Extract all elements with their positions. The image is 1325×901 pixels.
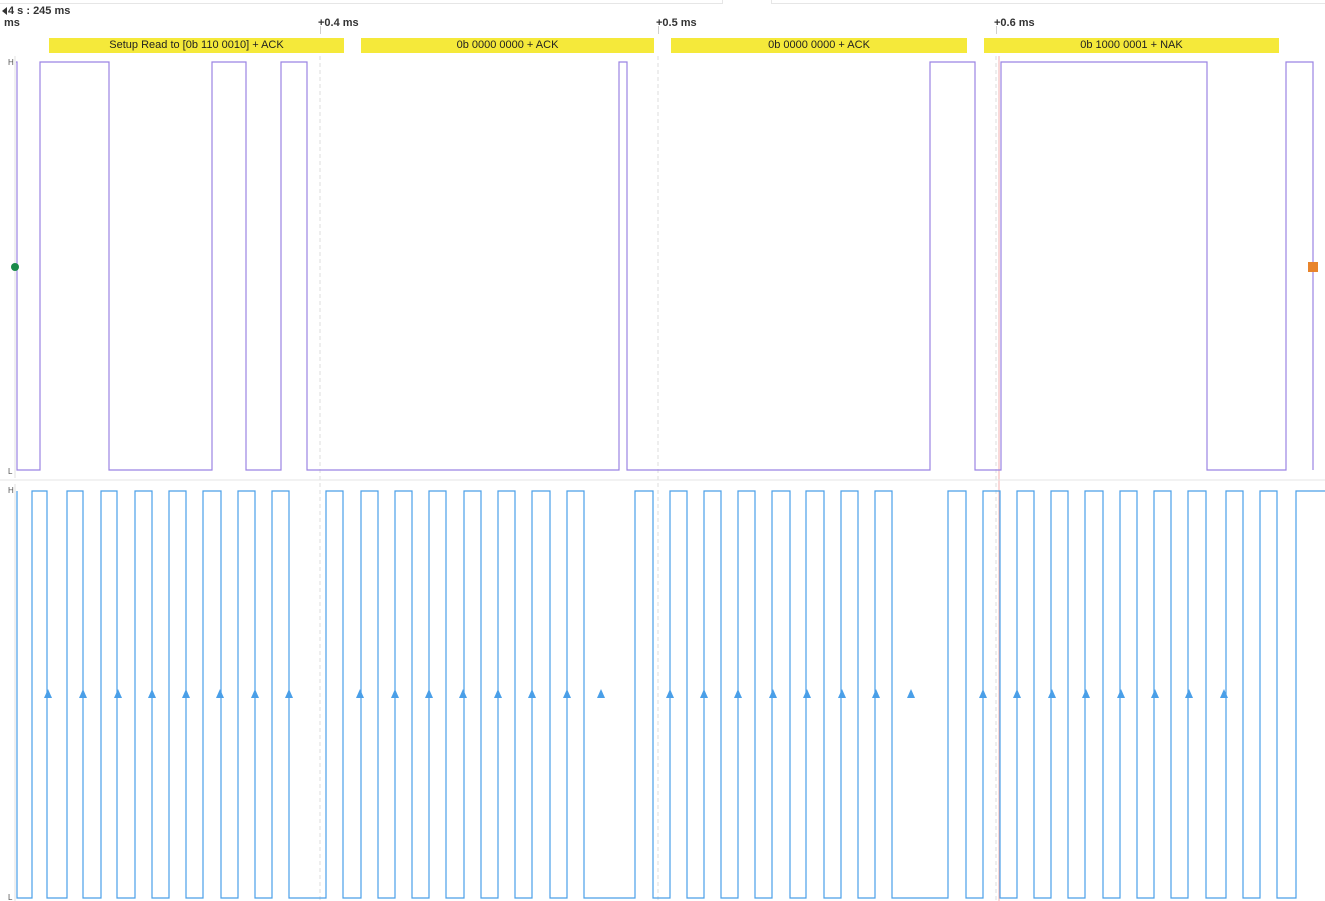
scl-high-label: H bbox=[8, 486, 14, 495]
rising-edge-arrow bbox=[425, 689, 433, 698]
rising-edge-arrow bbox=[79, 689, 87, 698]
tick-mark bbox=[658, 26, 659, 34]
tick-label-0.4ms: +0.4 ms bbox=[318, 17, 359, 29]
sda-high-label: H bbox=[8, 58, 14, 67]
anchor-time-text: 4 s : 245 ms bbox=[8, 5, 71, 17]
rising-edge-arrow bbox=[1082, 689, 1090, 698]
timeline-ruler[interactable]: 4 s : 245 ms ms +0.4 ms +0.5 ms +0.6 ms bbox=[0, 0, 1325, 34]
rising-edge-arrow bbox=[734, 689, 742, 698]
ruler-top-border bbox=[0, 3, 1325, 4]
tick-label-0.6ms: +0.6 ms bbox=[994, 17, 1035, 29]
rising-edge-arrow bbox=[182, 689, 190, 698]
rising-edge-arrow bbox=[1185, 689, 1193, 698]
rising-edge-arrow bbox=[907, 689, 915, 698]
rising-edge-arrow bbox=[114, 689, 122, 698]
rising-edge-arrow bbox=[666, 689, 674, 698]
sda-low-label: L bbox=[8, 467, 13, 476]
rising-edge-arrow bbox=[528, 689, 536, 698]
rising-edge-arrow bbox=[356, 689, 364, 698]
rising-edge-arrow bbox=[1220, 689, 1228, 698]
rising-edge-arrow bbox=[563, 689, 571, 698]
tick-mark bbox=[996, 26, 997, 34]
ruler-tab-handle[interactable] bbox=[722, 0, 772, 4]
i2c-frame-data-1[interactable]: 0b 0000 0000 + ACK bbox=[361, 38, 654, 53]
tick-mark bbox=[320, 26, 321, 34]
scl-signal-trace[interactable] bbox=[16, 490, 1325, 899]
rising-edge-arrow bbox=[700, 689, 708, 698]
rising-edge-arrow bbox=[803, 689, 811, 698]
rising-edge-arrow bbox=[769, 689, 777, 698]
rising-edge-arrow bbox=[1151, 689, 1159, 698]
rising-edge-arrow bbox=[1117, 689, 1125, 698]
rising-edge-arrow bbox=[872, 689, 880, 698]
time-unit-label: ms bbox=[4, 17, 20, 29]
sda-signal-trace[interactable] bbox=[16, 61, 1314, 471]
rising-edge-arrow bbox=[1013, 689, 1021, 698]
i2c-frame-data-2[interactable]: 0b 0000 0000 + ACK bbox=[671, 38, 967, 53]
rising-edge-arrow bbox=[44, 689, 52, 698]
rising-edge-arrow bbox=[216, 689, 224, 698]
rising-edge-arrow bbox=[459, 689, 467, 698]
rising-edge-arrow bbox=[251, 689, 259, 698]
rising-edge-arrow bbox=[494, 689, 502, 698]
left-arrow-icon[interactable] bbox=[2, 7, 7, 16]
rising-edge-arrow bbox=[391, 689, 399, 698]
scl-low-label: L bbox=[8, 893, 13, 901]
rising-edge-arrow bbox=[1048, 689, 1056, 698]
rising-edge-arrow bbox=[285, 689, 293, 698]
rising-edge-arrow bbox=[838, 689, 846, 698]
scl-rising-edge-markers bbox=[44, 689, 1228, 698]
stop-condition-marker[interactable] bbox=[1308, 262, 1318, 272]
start-condition-marker[interactable] bbox=[11, 263, 19, 271]
rising-edge-arrow bbox=[148, 689, 156, 698]
tick-label-0.5ms: +0.5 ms bbox=[656, 17, 697, 29]
i2c-frame-data-3[interactable]: 0b 1000 0001 + NAK bbox=[984, 38, 1279, 53]
rising-edge-arrow bbox=[597, 689, 605, 698]
anchor-time-label: 4 s : 245 ms bbox=[2, 5, 70, 18]
i2c-frame-address[interactable]: Setup Read to [0b 110 0010] + ACK bbox=[49, 38, 344, 53]
rising-edge-arrow bbox=[979, 689, 987, 698]
